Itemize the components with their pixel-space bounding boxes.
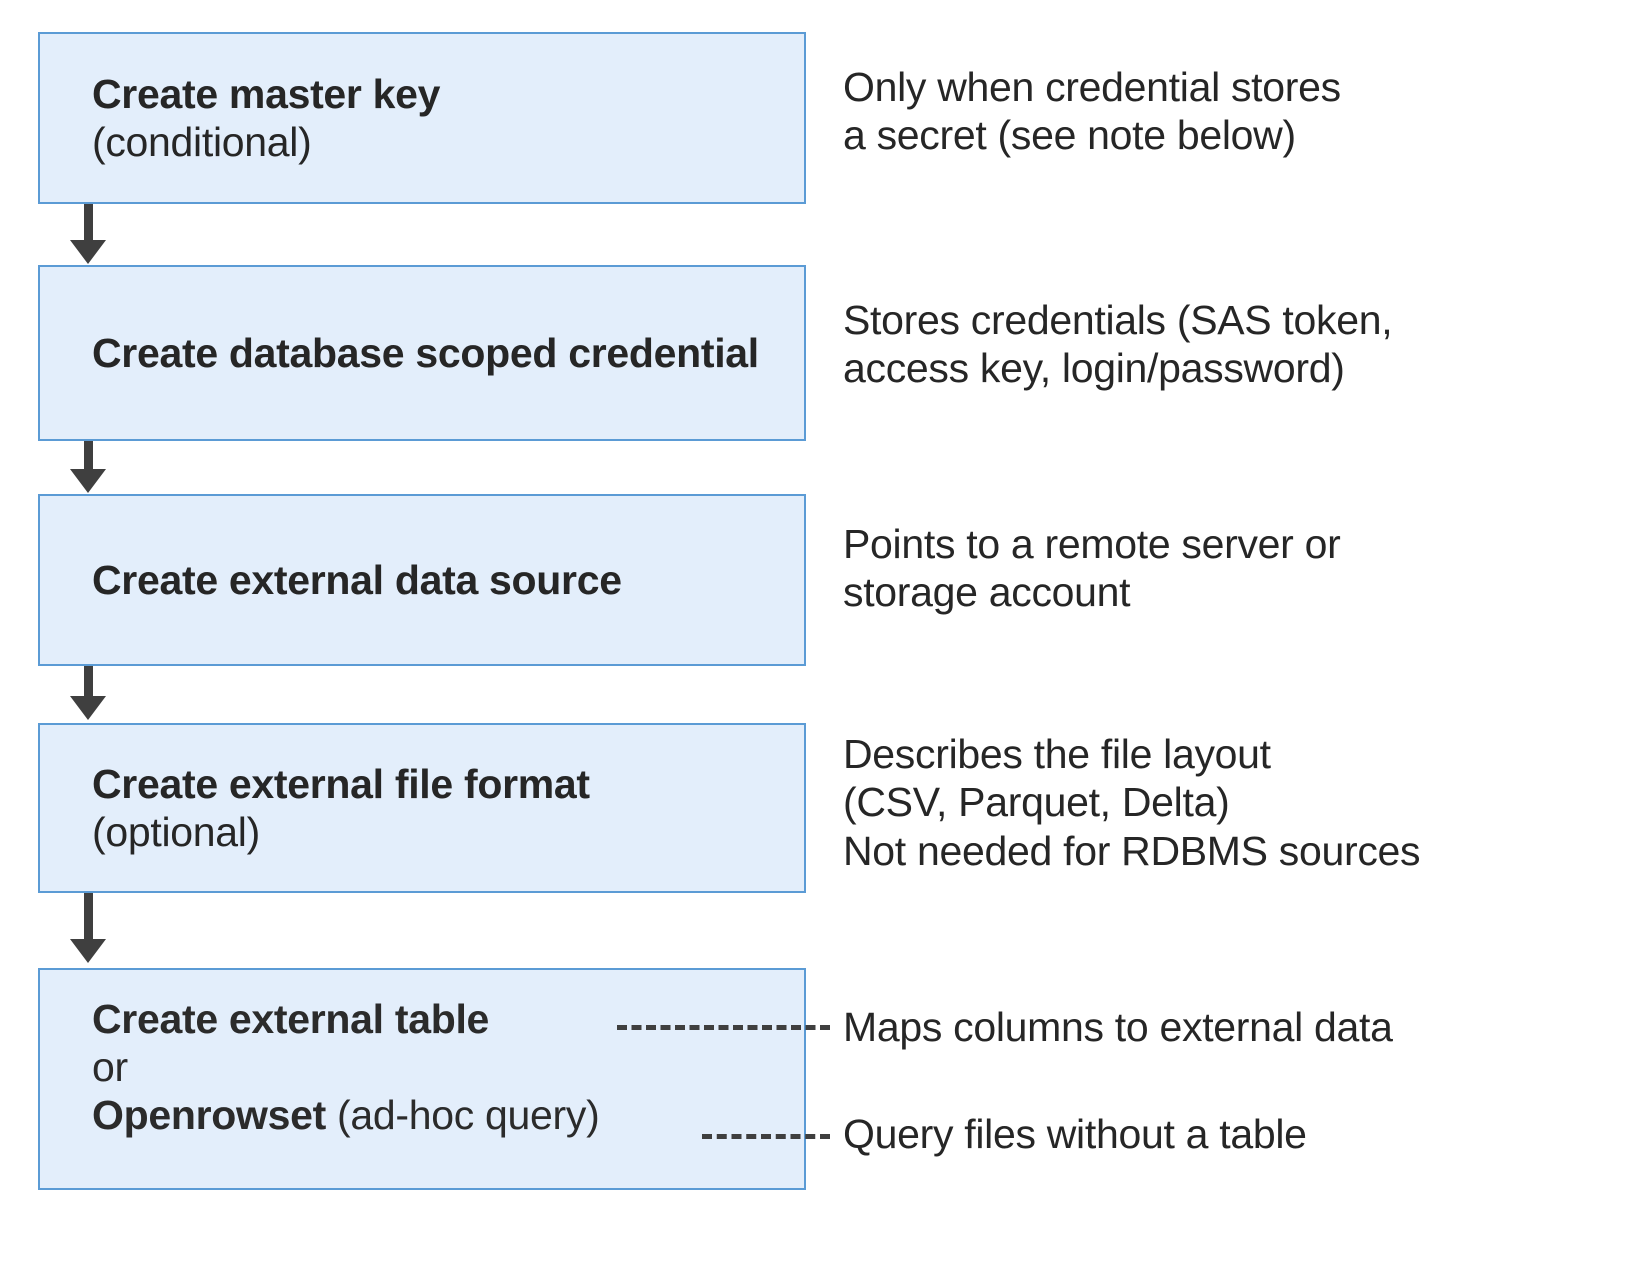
- arrow-down-icon: [70, 893, 106, 963]
- step-note-external-table: Maps columns to external data: [843, 1004, 1393, 1050]
- step-title-external-file-format: Create external file format: [92, 760, 590, 807]
- step-note-master-key: Only when credential stores a secret (se…: [843, 64, 1341, 159]
- step-title-scoped-credential: Create database scoped credential: [92, 329, 759, 376]
- step-subtitle-external-file-format: (optional): [92, 809, 260, 855]
- openrowset-keyword: Openrowset: [92, 1091, 326, 1138]
- step-subtitle-master-key: (conditional): [92, 119, 312, 165]
- step-title-openrowset: Openrowset (ad-hoc query): [92, 1092, 790, 1140]
- step-box-external-data-source[interactable]: Create external data source: [38, 494, 806, 666]
- step-note-scoped-credential: Stores credentials (SAS token, access ke…: [843, 297, 1393, 392]
- step-box-external-table[interactable]: Create external table or Openrowset (ad-…: [38, 968, 806, 1190]
- step-title-master-key: Create master key: [92, 70, 441, 117]
- arrow-down-icon: [70, 666, 106, 720]
- step-box-master-key[interactable]: Create master key (conditional): [38, 32, 806, 204]
- step-note-external-data-source: Points to a remote server or storage acc…: [843, 521, 1341, 616]
- step-box-scoped-credential[interactable]: Create database scoped credential: [38, 265, 806, 441]
- step-note-external-file-format: Describes the file layout (CSV, Parquet,…: [843, 731, 1421, 874]
- openrowset-suffix: (ad-hoc query): [325, 1091, 600, 1138]
- dashed-connector-external-table: [617, 1025, 830, 1030]
- step-note-openrowset: Query files without a table: [843, 1111, 1307, 1157]
- arrow-down-icon: [70, 441, 106, 493]
- step-box-external-file-format[interactable]: Create external file format (optional): [38, 723, 806, 893]
- dashed-connector-openrowset: [702, 1134, 830, 1139]
- step-or-label: or: [92, 1043, 128, 1090]
- arrow-down-icon: [70, 204, 106, 264]
- step-title-external-data-source: Create external data source: [92, 556, 622, 603]
- step-title-external-table: Create external table: [92, 996, 490, 1042]
